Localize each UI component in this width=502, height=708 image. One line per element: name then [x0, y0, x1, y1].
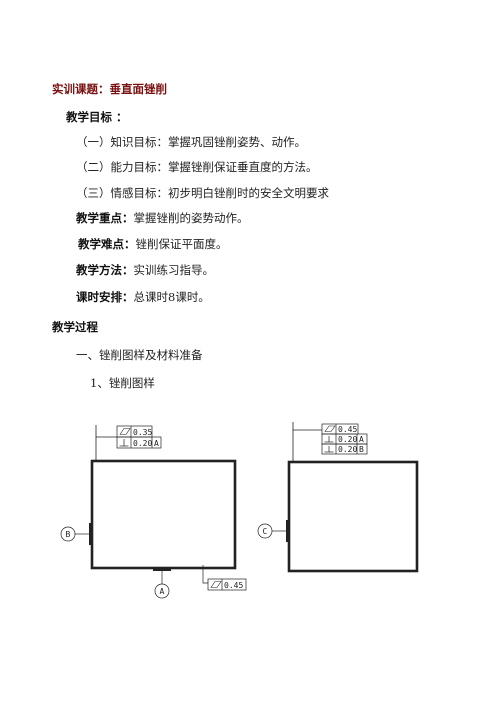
method: 教学方法：实训练习指导。 — [76, 263, 214, 277]
key-point-label: 教学重点： — [76, 211, 134, 225]
datum-feature-b — [89, 523, 92, 545]
leader-bottom-right — [202, 565, 208, 584]
goal-knowledge: （一）知识目标：掌握巩固锉削姿势、动作。 — [76, 135, 306, 149]
right-datum-c-label: C — [263, 527, 268, 536]
perpendicularity-icon — [324, 446, 334, 453]
perpendicularity-icon — [119, 439, 129, 447]
flatness-icon — [324, 425, 336, 432]
left-perp-value: 0.20 — [133, 439, 152, 448]
goal-emotion: （三）情感目标：初步明白锉削时的安全文明要求 — [76, 186, 329, 200]
right-perp-a-datum: A — [359, 435, 364, 444]
fcf-right-row3 — [321, 443, 368, 455]
process-heading: 教学过程 — [52, 320, 98, 334]
left-datum-b-label: B — [66, 530, 71, 539]
schedule-label: 课时安排： — [76, 290, 134, 304]
difficulty: 教学难点：锉削保证平面度。 — [78, 237, 228, 251]
goals-heading: 教学目标 ： — [66, 110, 128, 124]
fcf-left-row2 — [116, 436, 162, 449]
difficulty-label: 教学难点： — [78, 237, 136, 251]
left-bottom-flatness-value: 0.45 — [224, 581, 243, 590]
difficulty-text: 锉削保证平面度。 — [135, 237, 228, 251]
schedule-text: 总课时8课时。 — [133, 290, 210, 304]
drawing-right-text: 0.45 0.20 A 0.20 B C — [263, 425, 365, 536]
drawing-left-text: 0.35 0.20 A B A 0.45 — [66, 428, 244, 596]
flatness-icon — [210, 581, 222, 588]
flatness-icon — [119, 428, 131, 435]
section-heading: 一、锉削图样及材料准备 — [76, 348, 203, 362]
key-point-text: 掌握锉削的姿势动作。 — [133, 211, 249, 225]
right-flatness-value: 0.45 — [338, 425, 357, 434]
left-perp-datum: A — [154, 439, 159, 448]
datum-circle-c — [257, 523, 273, 539]
right-perp-b-value: 0.20 — [338, 445, 357, 454]
method-label: 教学方法： — [76, 263, 134, 277]
method-text: 实训练习指导。 — [133, 263, 215, 277]
left-flatness-value: 0.35 — [133, 428, 152, 437]
workpiece-left — [90, 459, 237, 570]
datum-feature-c — [286, 520, 289, 542]
datum-feature-a — [153, 568, 171, 571]
right-perp-b-datum: B — [359, 445, 364, 454]
right-perp-a-value: 0.20 — [338, 435, 357, 444]
datum-circle-b — [60, 526, 76, 542]
subsection-heading: 1、锉削图样 — [90, 376, 155, 390]
goal-ability: （二）能力目标：掌握锉削保证垂直度的方法。 — [76, 160, 318, 174]
workpiece-right — [287, 460, 419, 573]
leader-top-left — [95, 425, 117, 438]
drawing-left — [60, 425, 247, 599]
left-datum-a-label: A — [160, 587, 165, 596]
drawing-right — [257, 422, 419, 573]
fcf-left-bottom — [207, 578, 247, 591]
perpendicularity-icon — [324, 436, 334, 443]
datum-circle-a — [154, 583, 170, 599]
lesson-title: 实训课题：垂直面锉削 — [52, 82, 167, 96]
key-point: 教学重点：掌握锉削的姿势动作。 — [76, 211, 249, 225]
leader-top-right — [292, 422, 322, 431]
schedule: 课时安排：总课时8课时。 — [76, 290, 210, 304]
